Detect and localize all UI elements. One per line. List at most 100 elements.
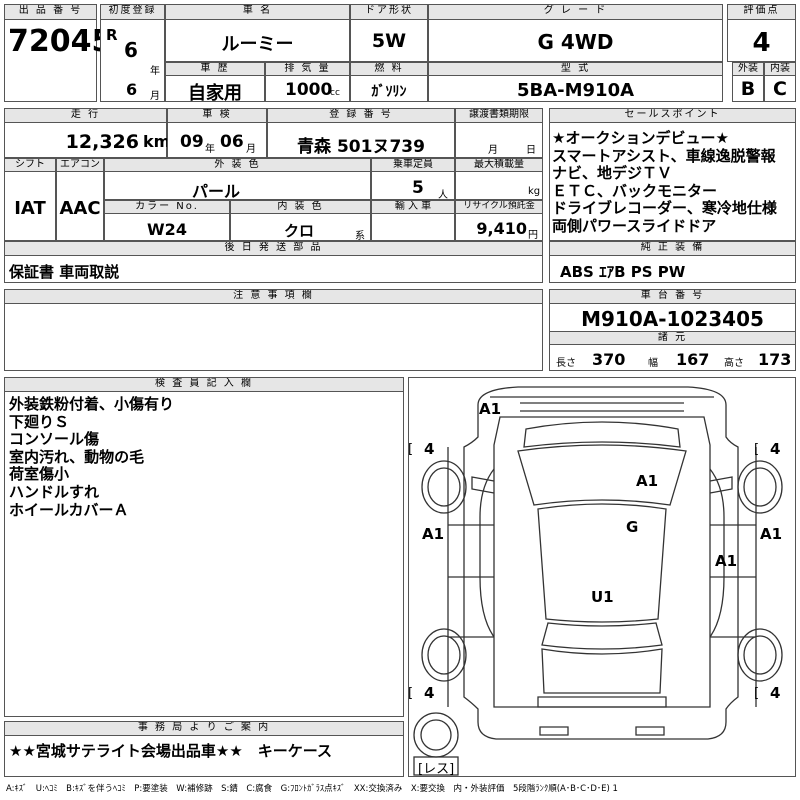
sales-points-label: セールスポイント xyxy=(549,108,796,123)
model-code: 5BA-M910A xyxy=(516,80,635,101)
length: 370 xyxy=(592,350,626,369)
damage-right-side: A1 xyxy=(760,525,783,543)
mileage-unit: km xyxy=(143,132,171,151)
first-reg-month: 6 xyxy=(126,80,138,99)
svg-text:[: [ xyxy=(408,442,413,457)
spare-tire-status: レス xyxy=(423,762,450,777)
lot-number: 72045 xyxy=(8,24,113,59)
reg-number-label: 登 録 番 号 xyxy=(267,108,455,123)
inspector-line: 下廻りＳ xyxy=(9,412,70,431)
mileage: 12,326 xyxy=(65,131,139,153)
model-label: 型 式 xyxy=(428,62,723,76)
reg-number: 青森 501ヌ739 xyxy=(297,137,425,157)
chassis-number: M910A-1023405 xyxy=(581,307,764,331)
ac-label: エアコン xyxy=(56,158,104,172)
sales-point-line: ナビ、地デジＴＶ xyxy=(552,164,673,183)
car-name: ルーミー xyxy=(221,34,294,55)
first-registration-box xyxy=(100,4,165,102)
max-load-unit: kg xyxy=(528,186,541,197)
int-grade-label: 内装 xyxy=(764,62,796,76)
inspector-line: 室内汚れ、動物の毛 xyxy=(9,447,145,466)
ac: AAC xyxy=(59,198,101,219)
ext-grade-label: 外装 xyxy=(732,62,764,76)
grade-label: グ レ ー ド xyxy=(428,4,723,20)
height-label: 高さ xyxy=(724,358,744,369)
era: R xyxy=(106,26,118,44)
tire-score-rear-left: 4 xyxy=(424,684,435,702)
first-registration-label: 初度登録 xyxy=(100,4,165,20)
sales-points-box xyxy=(549,108,796,241)
import-label: 輸 入 車 xyxy=(371,200,455,214)
capacity: 5 xyxy=(412,178,424,198)
inspector-line: 荷室傷小 xyxy=(9,465,70,484)
inspector-notes: 外装鉄粉付着、小傷有り 下廻りＳ コンソール傷 室内汚れ、動物の毛 荷室傷小 ハ… xyxy=(9,395,174,519)
max-load-label: 最大積載量 xyxy=(455,158,543,172)
int-color-label: 内 装 色 xyxy=(230,200,371,214)
inspection-year-unit: 年 xyxy=(205,144,215,155)
displacement: 1000 xyxy=(285,80,333,100)
recycle-unit: 円 xyxy=(528,230,538,241)
score: 4 xyxy=(752,28,771,58)
office-notice: ★★宮城サテライト会場出品車★★ キーケース xyxy=(9,742,333,760)
width: 167 xyxy=(676,350,710,369)
int-color-unit: 系 xyxy=(355,231,365,242)
damage-hood: A1 xyxy=(636,472,659,490)
length-label: 長さ xyxy=(556,358,576,369)
damage-windshield: G xyxy=(626,518,639,536)
ext-color-label: 外 装 色 xyxy=(104,158,371,172)
sales-point-line: ★オークションデビュー★ xyxy=(552,129,729,147)
month-unit: 月 xyxy=(150,91,160,102)
recycle-fee: 9,410 xyxy=(476,219,527,238)
inspector-box xyxy=(4,377,404,717)
sales-point-line: ＥＴＣ、バックモニター xyxy=(552,181,718,200)
equipment-label: 純 正 装 備 xyxy=(549,241,796,256)
history-label: 車 歴 xyxy=(165,62,265,76)
capacity-unit: 人 xyxy=(438,190,448,201)
sales-point-line: 両側パワースライドドア xyxy=(552,216,717,235)
ext-color: パール xyxy=(192,182,241,201)
capacity-label: 乗車定員 xyxy=(371,158,455,172)
sales-point-line: スマートアシスト、車線逸脱警報 xyxy=(552,146,776,165)
tire-score-front-left: 4 xyxy=(424,440,435,458)
car-diagram: [ [ [ [ xyxy=(408,386,783,776)
damage-rear: U1 xyxy=(591,588,614,606)
inspector-line: コンソール傷 xyxy=(9,430,100,449)
inspector-label: 検 査 員 記 入 欄 xyxy=(4,377,404,392)
car-name-label: 車 名 xyxy=(165,4,350,20)
inspector-line: ハンドルすれ xyxy=(9,482,100,501)
inspection-year: 09 xyxy=(180,132,204,152)
lot-number-label: 出 品 番 号 xyxy=(4,4,97,20)
lot-number-box xyxy=(4,4,97,102)
transfer-day: 日 xyxy=(526,145,536,156)
notes-label: 注 意 事 項 欄 xyxy=(4,289,543,304)
displacement-unit: cc xyxy=(330,88,340,98)
inspection-month-unit: 月 xyxy=(246,144,256,155)
specs-label: 諸 元 xyxy=(549,331,796,345)
inspector-line: ホイールカバーＡ xyxy=(9,500,129,519)
mileage-label: 走 行 xyxy=(4,108,167,123)
svg-text:[: [ xyxy=(754,686,759,701)
svg-text:[: [ xyxy=(754,442,759,457)
transfer-month: 月 xyxy=(488,145,498,156)
history: 自家用 xyxy=(188,83,242,104)
office-label: 事 務 局 よ り ご 案 内 xyxy=(4,721,404,736)
spare-tire-label: [レス] xyxy=(418,762,455,777)
shift: IAT xyxy=(14,198,46,219)
tire-score-front-right: 4 xyxy=(770,440,781,458)
later-parts: 保証書 車両取説 xyxy=(9,263,120,281)
color-no: W24 xyxy=(147,220,187,239)
grade: G 4WD xyxy=(537,30,614,54)
damage-right-door: A1 xyxy=(715,552,738,570)
color-no-label: カラー No. xyxy=(104,200,230,214)
ext-grade: B xyxy=(740,78,756,100)
tire-score-rear-right: 4 xyxy=(770,684,781,702)
transfer-deadline-label: 譲渡書類期限 xyxy=(455,108,543,123)
sales-point-line: ドライブレコーダー、寒冷地仕様 xyxy=(552,199,777,218)
height: 173 xyxy=(758,350,792,369)
shift-label: シフト xyxy=(4,158,56,172)
int-grade: C xyxy=(773,78,787,100)
later-parts-label: 後 日 発 送 部 品 xyxy=(4,241,543,256)
recycle-label: リサイクル預託金 xyxy=(455,200,543,214)
fuel-label: 燃 料 xyxy=(350,62,428,76)
displacement-label: 排 気 量 xyxy=(265,62,350,76)
